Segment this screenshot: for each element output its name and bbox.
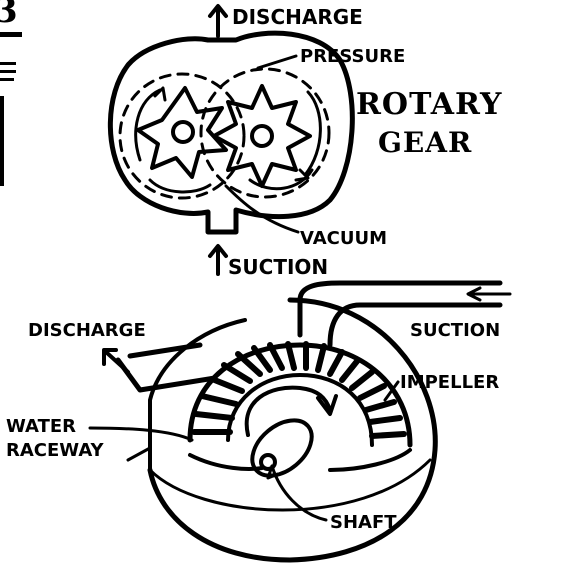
discharge-arrow-bottom bbox=[104, 350, 128, 372]
impeller-label: IMPELLER bbox=[400, 372, 499, 393]
pressure-label: PRESSURE bbox=[300, 46, 405, 67]
shaft bbox=[242, 409, 322, 486]
water-label: WATER bbox=[6, 416, 76, 437]
left-gear bbox=[138, 88, 226, 177]
raceway-label: RACEWAY bbox=[6, 440, 105, 461]
discharge-label-top: DISCHARGE bbox=[232, 5, 363, 29]
rotation-arrow bbox=[247, 388, 330, 435]
rotary-title: ROTARY bbox=[356, 87, 502, 122]
gear-title: GEAR bbox=[378, 126, 472, 159]
right-gear bbox=[214, 86, 310, 186]
suction-arrow-bottom bbox=[468, 288, 510, 300]
impeller-pump: DISCHARGE SUCTION bbox=[6, 283, 510, 560]
shaft-label: SHAFT bbox=[330, 512, 397, 533]
rotary-gear-pump: DISCHARGE PRESSURE ROTARY GEAR VACUUM SU… bbox=[110, 5, 502, 279]
suction-arrow-top bbox=[210, 246, 226, 274]
margin-marks: 3 bbox=[0, 0, 22, 186]
suction-label-bottom: SUCTION bbox=[410, 320, 500, 341]
margin-number: 3 bbox=[0, 0, 18, 31]
discharge-arrow-top bbox=[210, 6, 226, 36]
discharge-label-bottom: DISCHARGE bbox=[28, 320, 146, 341]
suction-label-top: SUCTION bbox=[228, 255, 328, 279]
vacuum-label: VACUUM bbox=[300, 228, 387, 249]
